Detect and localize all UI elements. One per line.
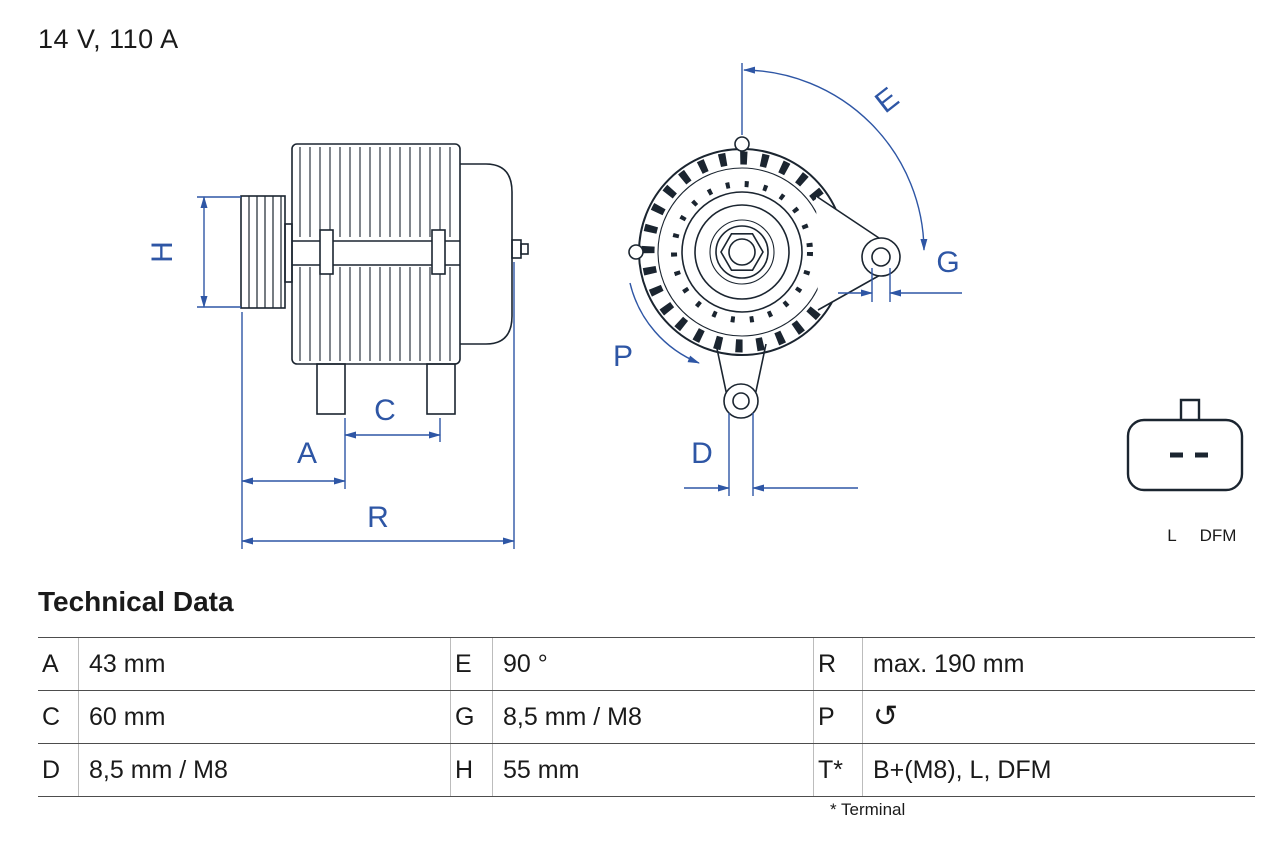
dim-label-c: C	[374, 394, 396, 427]
dim-label-p: P	[613, 340, 633, 373]
connector-latch	[1179, 398, 1201, 420]
table-row: A 43 mm E 90 ° R max. 190 mm	[38, 637, 1255, 690]
terminal-stub	[511, 239, 522, 259]
spec-value-h: 55 mm	[492, 744, 813, 796]
alternator-side-view	[240, 143, 529, 415]
mounting-lug-rear	[426, 363, 456, 415]
spec-value-d: 8,5 mm / M8	[78, 744, 450, 796]
spec-key-p: P	[813, 691, 862, 743]
dim-label-e: E	[869, 81, 905, 119]
spec-key-t: T*	[813, 744, 862, 796]
spec-key-a: A	[42, 649, 59, 678]
pulley	[240, 195, 286, 309]
spec-key-h: H	[450, 744, 492, 796]
dimension-lines	[197, 63, 962, 549]
drawing-linework	[240, 136, 1244, 492]
alternator-technical-drawing: H A C R E G P D L DFM	[146, 63, 1244, 549]
dim-label-r: R	[367, 501, 389, 534]
dim-label-h: H	[146, 241, 179, 263]
bottom-lug	[723, 383, 759, 419]
technical-data-table: A 43 mm E 90 ° R max. 190 mm C 60 mm G 8…	[38, 637, 1255, 797]
connector-body	[1126, 418, 1244, 492]
dim-label-d: D	[691, 437, 713, 470]
spec-key-e: E	[450, 638, 492, 690]
spec-key-c: C	[42, 702, 61, 731]
table-row: D 8,5 mm / M8 H 55 mm T* B+(M8), L, DFM	[38, 743, 1255, 796]
technical-data-title: Technical Data	[38, 586, 234, 617]
spec-key-r: R	[813, 638, 862, 690]
spec-value-a: 43 mm	[78, 638, 450, 690]
connector-pin-labels: L DFM	[1167, 526, 1236, 545]
spec-key-g: G	[450, 691, 492, 743]
spec-value-t: B+(M8), L, DFM	[862, 744, 1255, 796]
connector-drawing	[1126, 398, 1244, 492]
table-row: C 60 mm G 8,5 mm / M8 P ↺	[38, 690, 1255, 743]
alternator-front-view	[628, 136, 901, 419]
spec-value-r: max. 190 mm	[862, 638, 1255, 690]
dim-label-a: A	[297, 437, 317, 470]
rating-label: 14 V, 110 A	[38, 24, 179, 54]
rotation-arc-p	[629, 282, 700, 364]
dim-label-g: G	[936, 246, 959, 279]
spec-value-c: 60 mm	[78, 691, 450, 743]
mounting-lug-front	[316, 363, 346, 415]
housing	[291, 143, 461, 365]
dim-arc-e	[743, 66, 928, 251]
connector-pin-l-label: L	[1167, 526, 1176, 545]
spec-value-g: 8,5 mm / M8	[492, 691, 813, 743]
spec-key-d: D	[42, 755, 61, 784]
top-ear-hole	[734, 136, 750, 152]
spec-value-e: 90 °	[492, 638, 813, 690]
connector-pin-dfm-label: DFM	[1200, 526, 1237, 545]
left-ear-hole	[628, 244, 644, 260]
rear-cover	[460, 163, 513, 345]
terminal-footnote: * Terminal	[830, 800, 906, 819]
bottom-bolt-hole	[732, 392, 750, 410]
rotation-ccw-icon: ↺	[873, 700, 899, 733]
